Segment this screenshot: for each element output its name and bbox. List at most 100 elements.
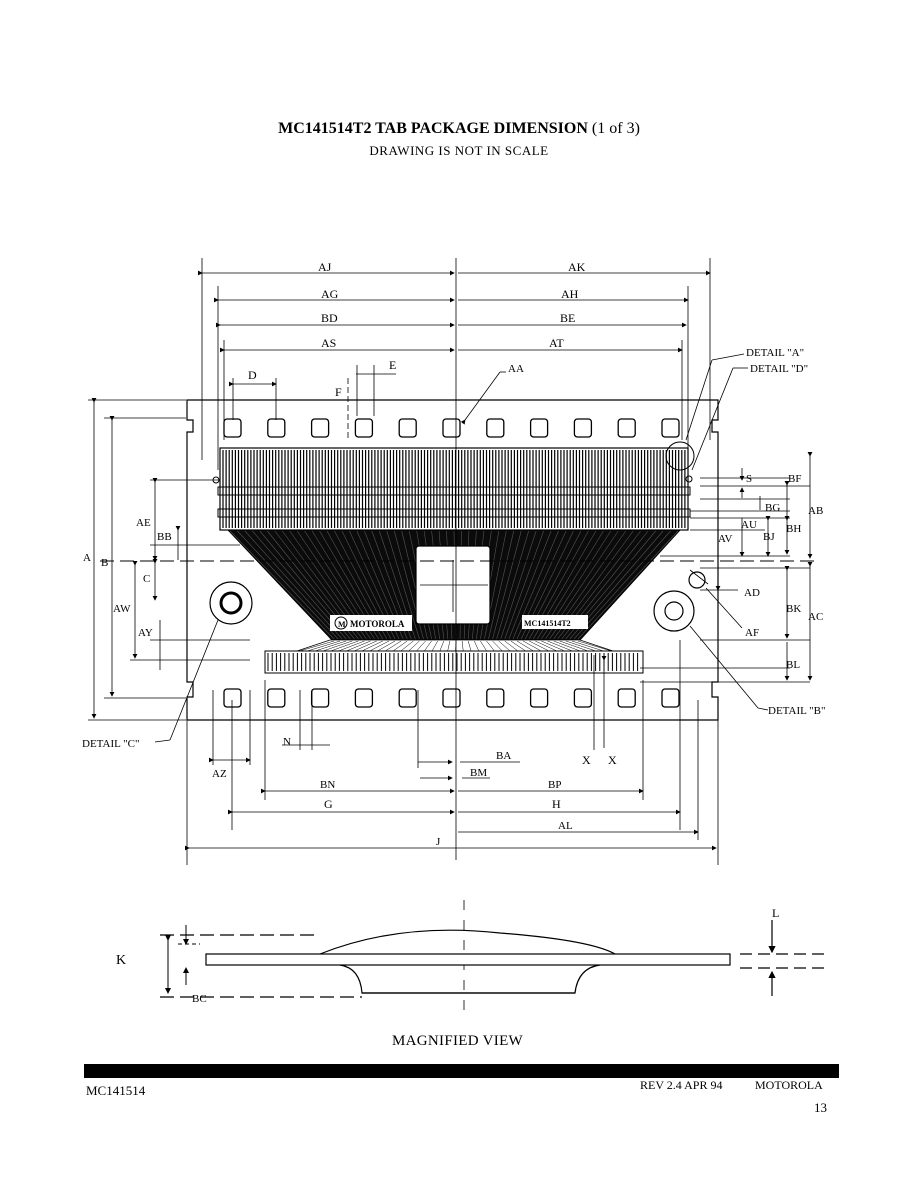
label-f: F (335, 385, 342, 399)
label-bm: BM (470, 767, 487, 779)
label-ab: AB (808, 505, 823, 517)
label-e: E (389, 358, 396, 372)
sprocket-hole (223, 418, 242, 438)
label-bc: BC (192, 993, 207, 1005)
sprocket-hole (267, 688, 286, 708)
sprocket-hole (223, 688, 242, 708)
label-k: K (116, 953, 126, 968)
label-af: AF (745, 627, 759, 639)
label-bb: BB (157, 531, 172, 543)
sprocket-hole (617, 418, 636, 438)
sprocket-hole (486, 418, 505, 438)
sprocket-hole (398, 688, 417, 708)
center-lines (100, 258, 820, 860)
footer-part-number: MC141514 (86, 1083, 146, 1098)
magnified-view (160, 900, 825, 1015)
sprocket-hole (354, 688, 374, 708)
sprocket-hole (354, 418, 374, 438)
sprocket-hole (442, 688, 461, 708)
sprocket-hole (529, 688, 549, 708)
title-suffix: (1 of 3) (591, 120, 640, 137)
label-bn: BN (320, 779, 335, 791)
label-x2: X (608, 753, 617, 767)
top-dimensions (198, 258, 711, 470)
label-detail-a: DETAIL "A" (746, 347, 804, 359)
bottom-sprocket-holes (223, 688, 680, 708)
label-detail-b: DETAIL "B" (768, 705, 826, 717)
label-ae: AE (136, 517, 151, 529)
label-ah: AH (561, 287, 579, 301)
label-as: AS (321, 336, 336, 350)
footer-rule (84, 1064, 839, 1078)
label-ad: AD (744, 587, 760, 599)
label-j: J (436, 836, 441, 848)
sprocket-hole (661, 688, 680, 708)
sprocket-hole (573, 688, 593, 708)
page-title: MC141514T2 TAB PACKAGE DIMENSION (1 of 3… (0, 120, 918, 138)
label-bp: BP (548, 779, 561, 791)
label-ac: AC (808, 611, 823, 623)
label-g: G (324, 797, 333, 811)
brand-right: MC141514T2 (524, 619, 571, 628)
sprocket-hole (310, 418, 330, 438)
label-av: AV (718, 533, 733, 545)
bottom-lead-array (264, 650, 644, 674)
footer-brand: MOTOROLA (755, 1078, 823, 1092)
label-bf: BF (788, 473, 801, 485)
top-lead-array (217, 447, 691, 531)
label-bh: BH (786, 523, 801, 535)
label-aj: AJ (318, 260, 332, 274)
bottom-dimensions (185, 640, 719, 865)
label-b: B (101, 557, 108, 569)
label-d: D (248, 368, 257, 382)
label-detail-d: DETAIL "D" (750, 363, 808, 375)
title-main: MC141514T2 TAB PACKAGE DIMENSION (278, 120, 588, 137)
footer-revision: REV 2.4 APR 94 (640, 1078, 723, 1092)
label-h: H (552, 797, 561, 811)
label-aw: AW (113, 603, 131, 615)
label-ba: BA (496, 750, 511, 762)
right-dimensions (640, 353, 813, 711)
sprocket-hole (529, 418, 549, 438)
label-ag: AG (321, 287, 339, 301)
sprocket-hole (486, 688, 505, 708)
label-a: A (83, 552, 91, 564)
label-x1: X (582, 753, 591, 767)
label-be: BE (560, 311, 575, 325)
label-c: C (143, 573, 150, 585)
label-aa: AA (508, 363, 524, 375)
label-bj: BJ (763, 531, 775, 543)
brand-marking: M MOTOROLA MC141514T2 (330, 615, 588, 631)
top-sprocket-holes (223, 418, 680, 438)
page-number: 13 (814, 1100, 827, 1115)
brand-left: MOTOROLA (350, 619, 405, 629)
mounting-holes (209, 441, 706, 632)
label-bg: BG (765, 502, 780, 514)
ic-die (415, 545, 491, 625)
sprocket-hole (661, 418, 680, 438)
sprocket-hole (267, 418, 286, 438)
label-ak: AK (568, 260, 586, 274)
label-bk: BK (786, 603, 801, 615)
label-au: AU (741, 519, 757, 531)
label-ay: AY (138, 627, 153, 639)
label-bd: BD (321, 311, 338, 325)
sprocket-hole (573, 418, 593, 438)
page-subtitle: DRAWING IS NOT IN SCALE (369, 143, 549, 158)
label-detail-c: DETAIL "C" (82, 738, 140, 750)
label-l: L (772, 906, 779, 920)
left-dimensions (88, 398, 250, 743)
label-al: AL (558, 820, 573, 832)
label-s: S (746, 473, 752, 485)
sprocket-hole (617, 688, 636, 708)
sprocket-hole (310, 688, 330, 708)
label-bl: BL (786, 659, 800, 671)
svg-text:M: M (338, 620, 346, 629)
sprocket-hole (398, 418, 417, 438)
label-az: AZ (212, 768, 227, 780)
magnified-view-label: MAGNIFIED VIEW (392, 1033, 523, 1049)
sprocket-hole (442, 418, 461, 438)
label-at: AT (549, 336, 564, 350)
